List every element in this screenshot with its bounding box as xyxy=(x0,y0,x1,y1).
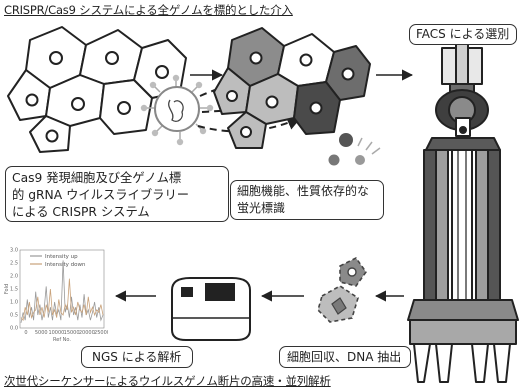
y-tick-label: 1.0 xyxy=(10,300,18,306)
cell-cluster-infected xyxy=(213,27,371,149)
facs-label: FACS による選別 xyxy=(416,27,510,41)
facs-box: FACS による選別 xyxy=(409,24,517,45)
y-axis-label: Fold xyxy=(4,284,10,294)
y-tick-label: 2.5 xyxy=(10,261,18,267)
y-tick-label: 0.5 xyxy=(10,313,18,319)
x-tick-label: 20000 xyxy=(79,330,95,336)
facs-machine-icon xyxy=(407,43,519,383)
y-tick-label: 3.0 xyxy=(10,248,18,254)
title-top: CRISPR/Cas9 システムによる全ゲノムを標的とした介入 xyxy=(4,3,293,17)
ngs-label: NGS による解析 xyxy=(92,350,182,364)
x-tick-label: 5000 xyxy=(35,330,48,336)
cas9-library-box: Cas9 発現細胞及び全ゲノム標 的 gRNA ウイルスライブラリー による C… xyxy=(5,166,229,222)
x-tick-label: 10000 xyxy=(48,330,64,336)
ngs-box: NGS による解析 xyxy=(81,346,193,368)
y-tick-label: 2.0 xyxy=(10,274,18,280)
title-bottom: 次世代シーケンサーによるウイルスゲノム断片の高速・並列解析 xyxy=(4,374,331,388)
y-tick-label: 0.0 xyxy=(10,326,18,332)
recover-box: 細胞回収、DNA 抽出 xyxy=(279,346,411,368)
virus-particle-icon xyxy=(140,74,214,146)
recover-label: 細胞回収、DNA 抽出 xyxy=(287,350,402,364)
series-line xyxy=(20,278,104,322)
label-line-2: 蛍光標識 xyxy=(237,201,286,215)
fluorescent-label-icon xyxy=(328,133,381,166)
y-tick-label: 1.5 xyxy=(10,287,18,293)
x-tick-label: 0 xyxy=(24,330,27,336)
fluorescent-label-box: 細胞機能、性質依存的な 蛍光標識 xyxy=(230,180,384,220)
recovered-cells-icon xyxy=(317,256,367,323)
x-tick-label: 25000 xyxy=(94,330,108,336)
sequencer-machine-icon xyxy=(171,277,251,341)
x-axis-label: Ref No. xyxy=(53,337,71,343)
cas9-line-3: による CRISPR システム xyxy=(12,205,150,219)
cas9-line-1: Cas9 発現細胞及び全ゲノム標 xyxy=(12,171,182,185)
series-line xyxy=(20,260,104,323)
x-tick-label: 15000 xyxy=(64,330,80,336)
legend-label: Intensity up xyxy=(45,254,78,260)
cell-cluster-white xyxy=(7,26,187,153)
legend-label: Intensity down xyxy=(45,262,86,268)
cas9-line-2: 的 gRNA ウイルスライブラリー xyxy=(12,188,190,202)
label-line-1: 細胞機能、性質依存的な xyxy=(237,184,370,198)
